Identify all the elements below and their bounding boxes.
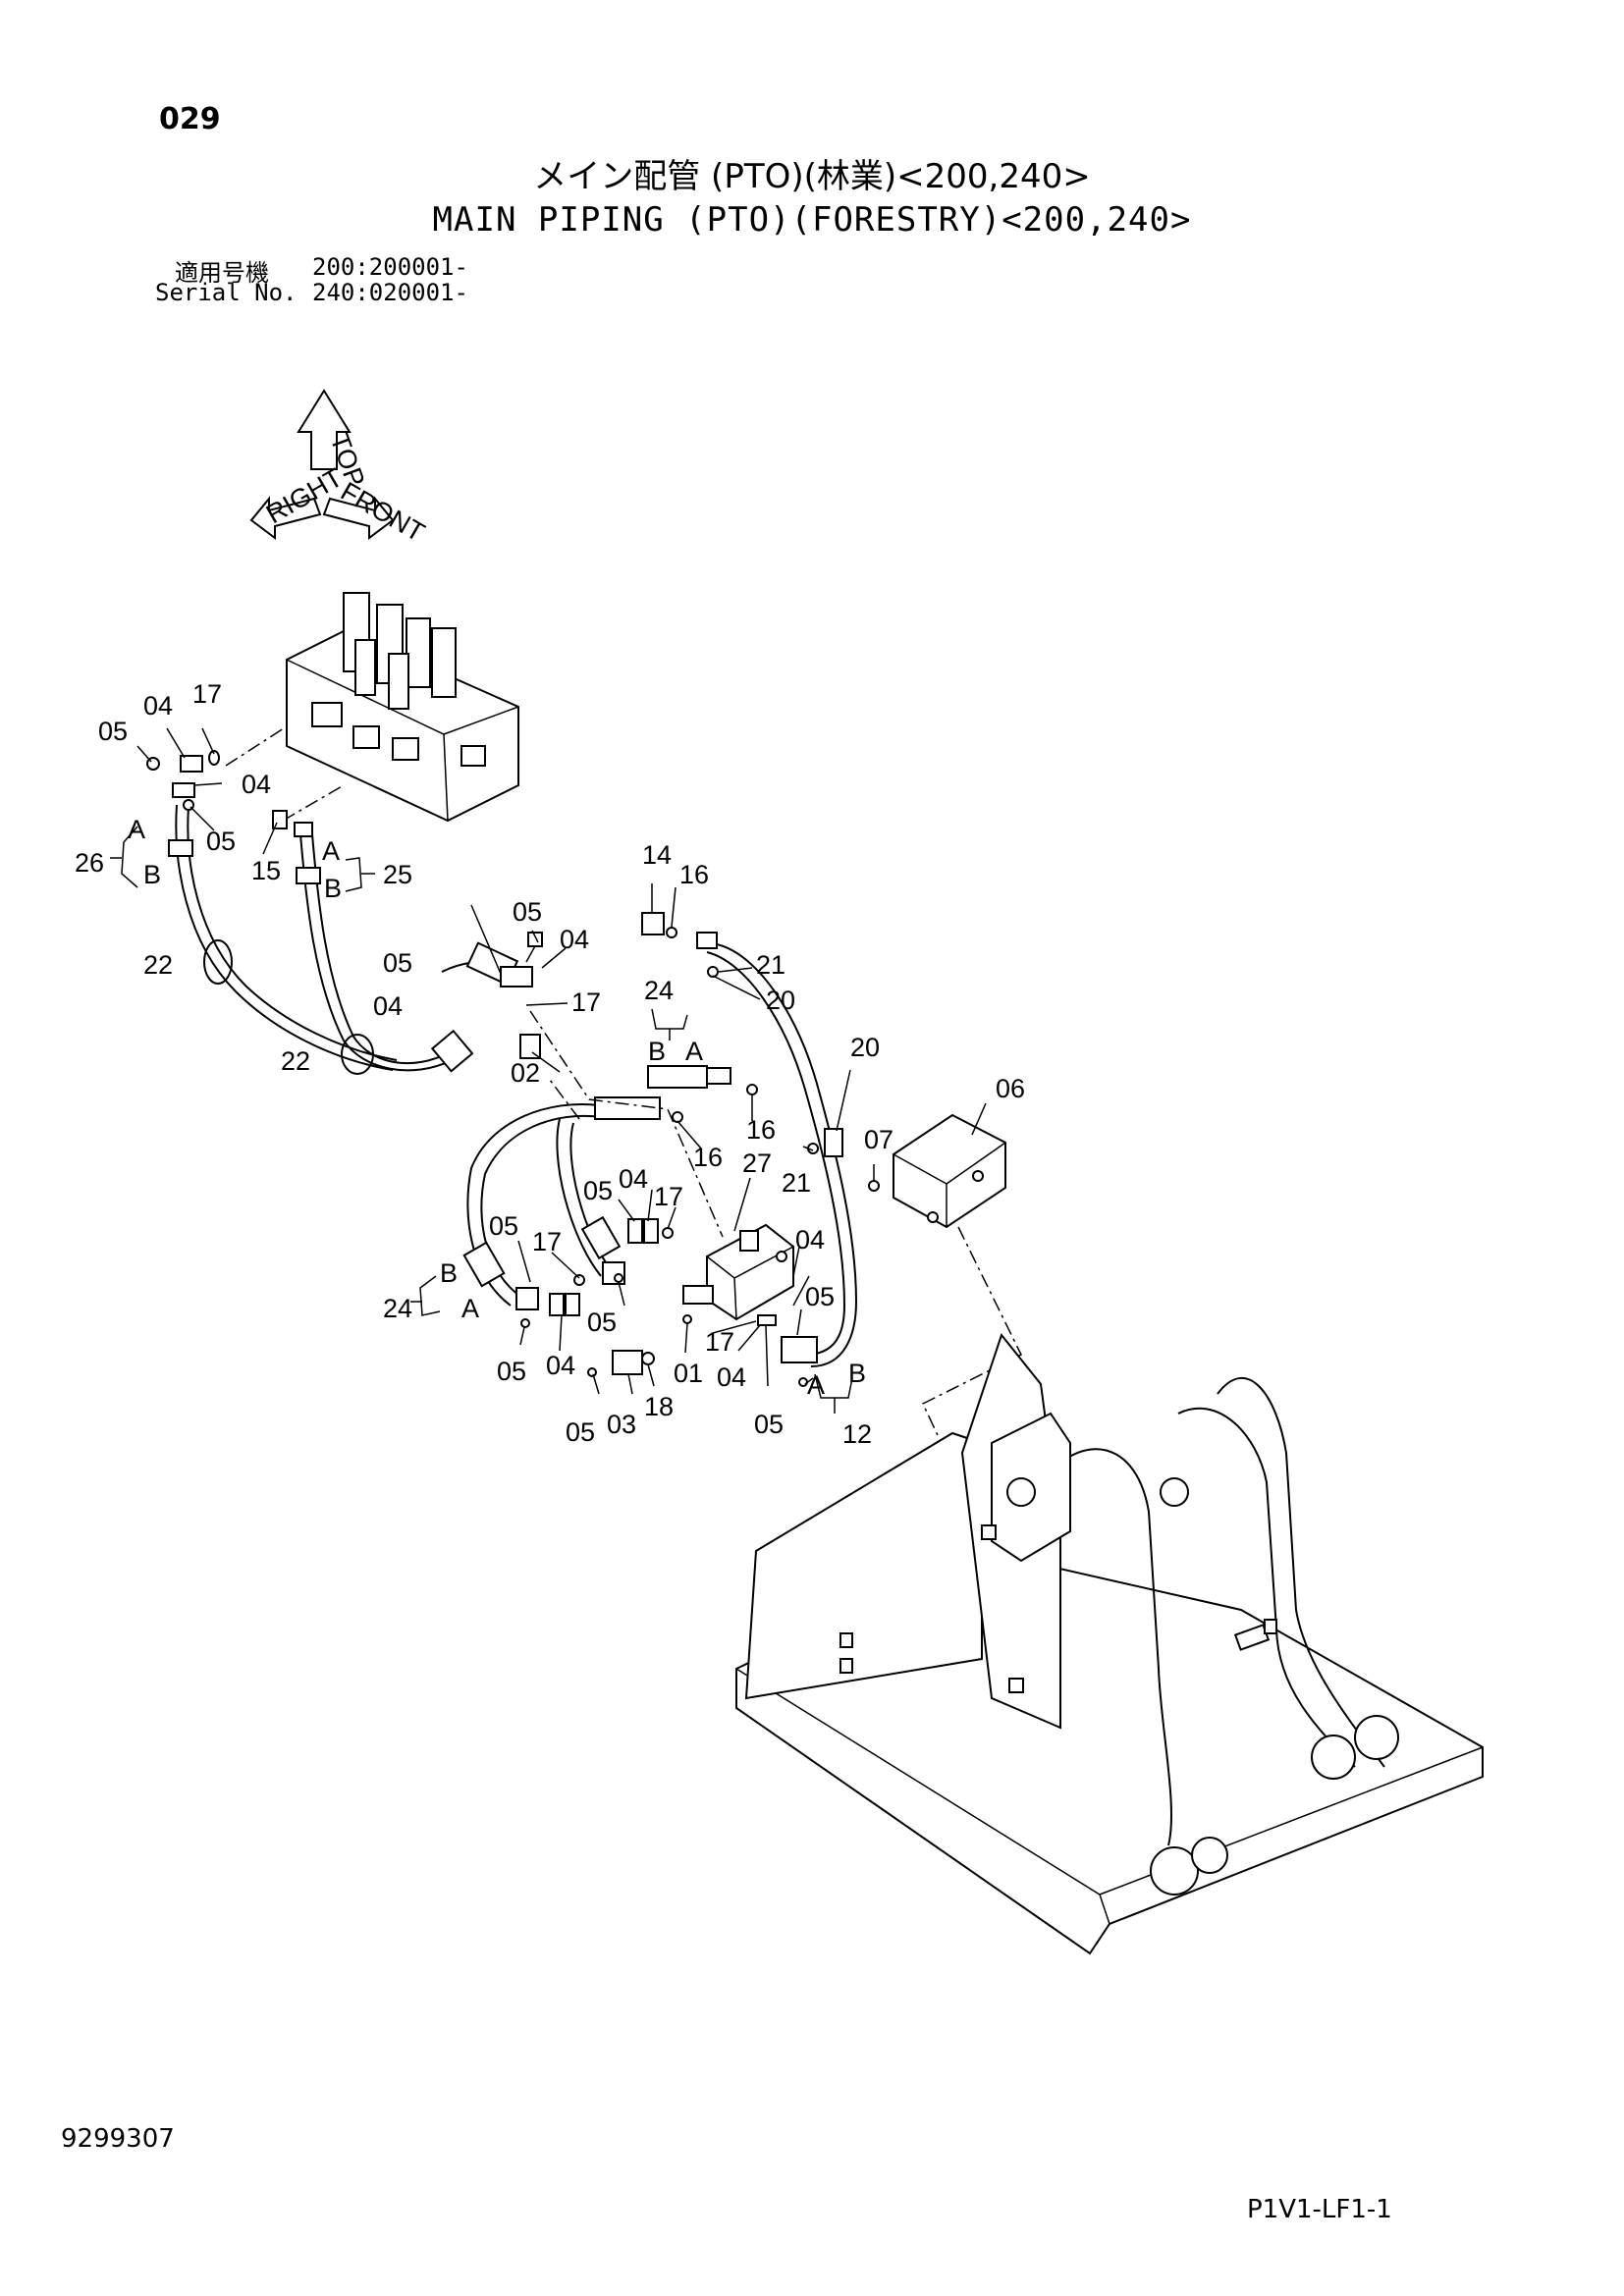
callout-label: 25 bbox=[383, 860, 412, 889]
callout-label: B bbox=[440, 1258, 458, 1288]
callout-label: 17 bbox=[192, 679, 222, 709]
drawing-code: P1V1-LF1-1 bbox=[1247, 2195, 1392, 2224]
callout-label: 22 bbox=[143, 950, 173, 980]
small-parts bbox=[520, 912, 880, 1387]
callout-label: 04 bbox=[619, 1164, 648, 1194]
callout-label: 04 bbox=[546, 1351, 575, 1380]
callout-label: 17 bbox=[532, 1227, 562, 1256]
callout-label: 18 bbox=[644, 1392, 674, 1421]
callout-label: 22 bbox=[281, 1046, 310, 1076]
callout-label: B bbox=[324, 874, 342, 903]
callout-labels: 17 04 05 04 05 A 26 B 15 A B 25 22 22 05… bbox=[75, 679, 1025, 1449]
leader-lines bbox=[136, 727, 987, 1395]
serial-label-japanese: 適用号機 bbox=[175, 259, 269, 287]
callout-label: 24 bbox=[644, 976, 674, 1005]
title-english: MAIN PIPING (PTO)(FORESTRY)<200,240> bbox=[432, 200, 1192, 240]
callout-label: 05 bbox=[383, 948, 412, 978]
callout-label: B bbox=[143, 860, 161, 889]
callout-label: 04 bbox=[560, 925, 589, 954]
callout-label: 21 bbox=[782, 1168, 811, 1198]
callout-label: 05 bbox=[206, 827, 236, 856]
pto-valve-27 bbox=[682, 1223, 794, 1321]
callout-label: 16 bbox=[679, 860, 709, 889]
fittings-middle bbox=[441, 932, 543, 1059]
hose-clamp bbox=[203, 939, 374, 1075]
callout-label: A bbox=[461, 1294, 479, 1323]
callout-label: 05 bbox=[497, 1357, 526, 1386]
callout-label: 05 bbox=[587, 1308, 617, 1337]
callout-label: 07 bbox=[864, 1125, 893, 1154]
serial-value: 200:200001- bbox=[312, 253, 468, 281]
callout-label: 04 bbox=[143, 691, 173, 721]
reference-lines bbox=[529, 1010, 1023, 1552]
callout-label: 26 bbox=[75, 848, 104, 878]
callout-label: 05 bbox=[754, 1410, 784, 1439]
callout-label: 16 bbox=[746, 1115, 776, 1145]
bracket-06 bbox=[893, 1113, 1006, 1229]
callout-label: 05 bbox=[583, 1176, 613, 1205]
serial-label-english: Serial No. bbox=[155, 279, 298, 306]
callout-label: 21 bbox=[756, 950, 785, 980]
callout-label: A bbox=[128, 815, 145, 844]
callout-label: 27 bbox=[742, 1148, 772, 1178]
callout-label: 06 bbox=[996, 1074, 1025, 1103]
callout-label: 24 bbox=[383, 1294, 412, 1323]
hose-assembly-26 bbox=[168, 804, 398, 1071]
callout-label: B bbox=[648, 1037, 666, 1066]
callout-label: 02 bbox=[511, 1058, 540, 1088]
callout-label: A bbox=[685, 1037, 703, 1066]
callout-label: 04 bbox=[795, 1225, 825, 1255]
callout-label: 20 bbox=[766, 986, 795, 1015]
callout-label: 05 bbox=[566, 1417, 595, 1447]
title-japanese: メイン配管 (PTO)(林業)<200,240> bbox=[533, 157, 1091, 196]
callout-label: A bbox=[322, 836, 340, 866]
callout-label: 20 bbox=[850, 1033, 880, 1062]
boom-bracket-frame bbox=[735, 1332, 1484, 1955]
group-brackets bbox=[110, 826, 853, 1414]
callout-label: 05 bbox=[805, 1282, 835, 1311]
callout-label: 01 bbox=[674, 1359, 703, 1388]
control-valve-block bbox=[225, 592, 519, 823]
callout-label: 04 bbox=[373, 991, 403, 1021]
hose-assembly-12 bbox=[781, 1301, 857, 1367]
serial-value: 240:020001- bbox=[312, 279, 468, 306]
orientation-indicator: TOP FRONT RIGHT bbox=[249, 389, 430, 548]
callout-label: A bbox=[807, 1370, 825, 1400]
callout-label: 04 bbox=[717, 1362, 746, 1392]
callout-label: 12 bbox=[842, 1419, 872, 1449]
callout-label: 17 bbox=[705, 1327, 734, 1357]
callout-label: 05 bbox=[513, 897, 542, 927]
callout-label: 14 bbox=[642, 840, 672, 870]
callout-label: 15 bbox=[251, 856, 281, 885]
callout-label: 04 bbox=[242, 770, 271, 799]
hose-assembly-24-lower bbox=[462, 1096, 661, 1310]
callout-label: 17 bbox=[654, 1182, 683, 1211]
callout-label: 16 bbox=[693, 1143, 723, 1172]
callout-label: 17 bbox=[571, 988, 601, 1017]
callout-label: 03 bbox=[607, 1410, 636, 1439]
callout-label: B bbox=[848, 1359, 866, 1388]
callout-label: 05 bbox=[489, 1211, 518, 1241]
hose-assembly-25 bbox=[296, 833, 474, 1073]
fittings-left bbox=[146, 750, 313, 837]
document-number: 9299307 bbox=[61, 2124, 175, 2154]
hose-assembly-24-upper bbox=[647, 943, 857, 1307]
callout-label: 05 bbox=[98, 717, 128, 746]
page-number: 029 bbox=[159, 102, 221, 136]
